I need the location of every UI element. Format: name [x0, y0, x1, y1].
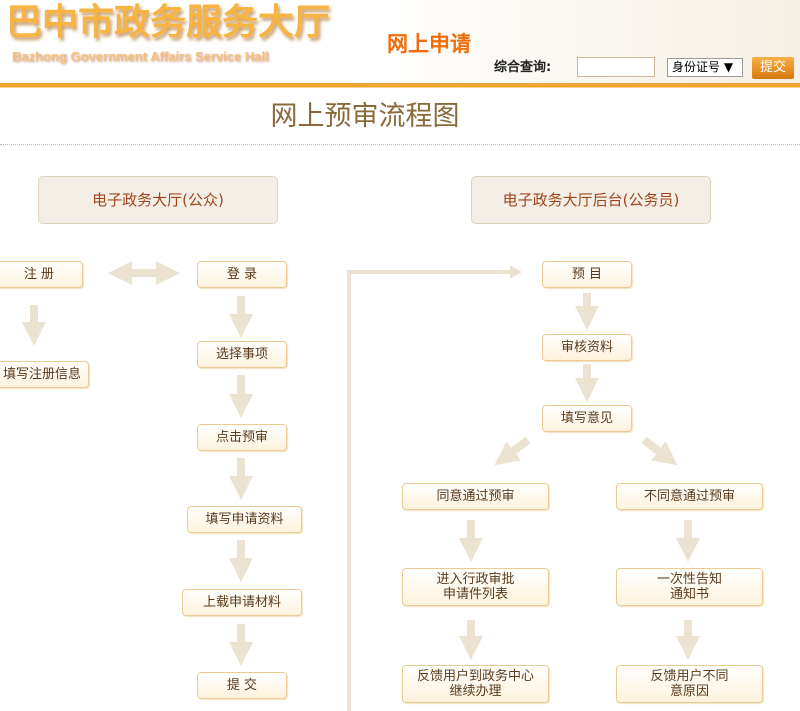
query-type-select[interactable]: 身份证号 ▼ [667, 58, 743, 77]
logo: 巴中市政务服务大厅 [6, 2, 331, 43]
header-divider [0, 83, 800, 88]
divider [0, 144, 800, 145]
register-step: 注 册 [0, 261, 83, 288]
section-title: 网上申请 [387, 32, 471, 56]
disagree-feedback-step: 反馈用户不同意原因 [616, 665, 763, 703]
disagree-step: 不同意通过预审 [616, 483, 763, 510]
agree-next-step: 进入行政审批申请件列表 [402, 568, 549, 606]
connector-line [347, 270, 510, 711]
review-step: 审核资料 [542, 334, 632, 361]
fill-register-step: 填写注册信息 [0, 361, 89, 388]
agree-step: 同意通过预审 [402, 483, 549, 510]
public-hall-header: 电子政务大厅(公众) [38, 176, 278, 224]
query-input[interactable] [577, 57, 655, 77]
login-step: 登 录 [197, 261, 287, 288]
connector-arrowhead [510, 265, 522, 279]
submit-step: 提 交 [197, 672, 287, 699]
submit-button[interactable]: 提交 [752, 57, 794, 79]
click-precheck-step: 点击预审 [197, 424, 287, 451]
precheck-step: 预 目 [542, 261, 632, 288]
staff-hall-header: 电子政务大厅后台(公务员) [471, 176, 711, 224]
disagree-next-step: 一次性告知通知书 [616, 568, 763, 606]
fill-form-step: 填写申请资料 [187, 506, 302, 533]
header: 巴中市政务服务大厅 Bazhong Government Affairs Ser… [0, 0, 800, 84]
agree-feedback-step: 反馈用户到政务中心继续办理 [402, 665, 549, 703]
upload-step: 上载申请材料 [182, 589, 302, 616]
page-title: 网上预审流程图 [270, 101, 460, 132]
arrow-diag-right [641, 436, 678, 466]
query-label: 综合查询: [494, 60, 552, 75]
opinion-step: 填写意见 [542, 405, 632, 432]
logo-subtitle: Bazhong Government Affairs Service Hall [12, 49, 269, 64]
select-item-step: 选择事项 [197, 341, 287, 368]
arrow-diag-left [494, 436, 531, 466]
